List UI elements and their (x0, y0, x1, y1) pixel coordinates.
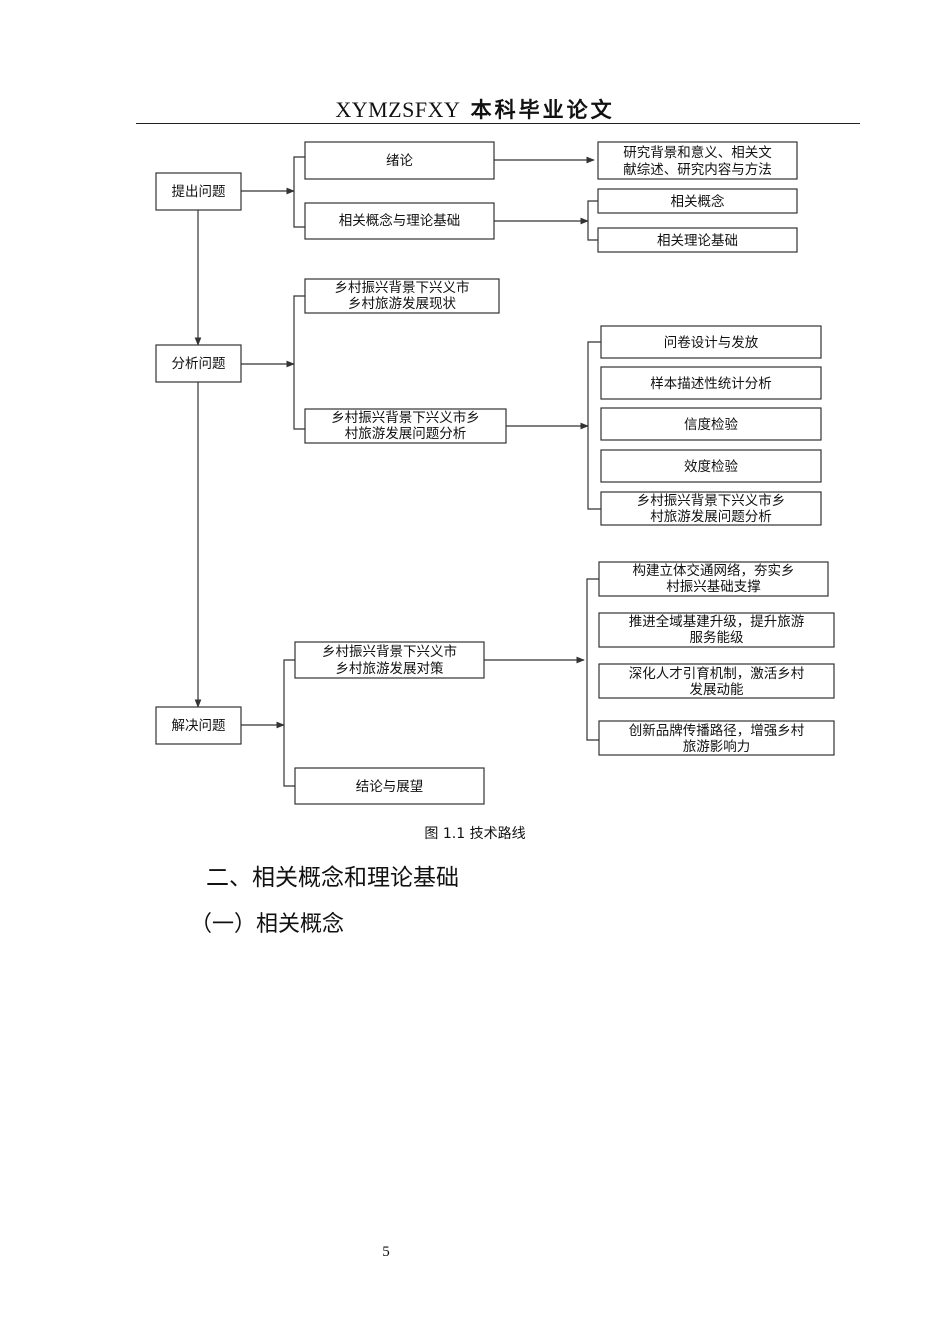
text-infrastructure-line1: 推进全域基建升级，提升旅游 (629, 613, 805, 630)
text-talent-line2: 发展动能 (690, 682, 744, 698)
box-problem-analysis-detail (600, 491, 822, 526)
text-introduction: 绪论 (386, 153, 413, 169)
box-related-theory (597, 227, 798, 253)
header-title: 本科毕业论文 (460, 98, 615, 122)
text-current-status-line1: 乡村振兴背景下兴义市 (335, 279, 470, 296)
stage-label-solve: 解决问题 (172, 718, 226, 734)
box-branding (598, 720, 835, 756)
text-problem-analysis-line2: 村旅游发展问题分析 (345, 426, 467, 442)
stage-box-propose (155, 172, 242, 211)
header-latin: XYMZSFXY (335, 97, 461, 122)
box-reliability-test (600, 407, 822, 441)
text-current-status-line2: 乡村旅游发展现状 (348, 296, 456, 312)
box-validity-test (600, 449, 822, 483)
bracket-stage2 (293, 295, 305, 430)
text-descriptive-stats: 样本描述性统计分析 (650, 376, 772, 392)
technical-route-diagram: 提出问题 绪论 相关概念与理论基础 研究背景和意义、相关文 献综述、研究内容与方… (155, 141, 835, 805)
bracket-concepts-theory (587, 200, 598, 241)
text-concepts-theory: 相关概念与理论基础 (339, 212, 461, 229)
box-related-concepts (597, 188, 798, 214)
text-background-line1: 研究背景和意义、相关文 (623, 144, 772, 161)
text-countermeasures-line2: 乡村旅游发展对策 (336, 660, 444, 677)
text-branding-line1: 创新品牌传播路径，增强乡村 (629, 722, 805, 739)
box-talent (598, 663, 835, 699)
text-countermeasures-line1: 乡村振兴背景下兴义市 (322, 643, 457, 660)
bracket-stage3 (283, 659, 295, 787)
stage-box-solve (155, 706, 242, 745)
text-related-concepts: 相关概念 (671, 193, 725, 210)
text-questionnaire: 问卷设计与发放 (664, 335, 759, 351)
text-background-line2: 献综述、研究内容与方法 (623, 161, 772, 178)
stage-label-propose: 提出问题 (172, 184, 226, 200)
section-heading: 二、相关概念和理论基础 (206, 865, 459, 891)
text-transport-network-line2: 村振兴基础支撑 (666, 578, 761, 595)
box-questionnaire (600, 325, 822, 359)
text-branding-line2: 旅游影响力 (683, 739, 751, 755)
bracket-stage1 (293, 156, 305, 228)
box-current-status (304, 278, 500, 314)
box-background (597, 141, 798, 180)
text-problem-analysis-detail-line2: 村旅游发展问题分析 (650, 509, 772, 525)
bracket-problem-analysis (587, 341, 601, 510)
box-transport-network (598, 561, 829, 597)
box-conclusion (294, 767, 485, 805)
box-countermeasures (294, 641, 485, 679)
text-problem-analysis-detail-line1: 乡村振兴背景下兴义市乡 (637, 492, 786, 509)
text-transport-network-line1: 构建立体交通网络，夯实乡 (633, 562, 795, 579)
text-infrastructure-line2: 服务能级 (690, 630, 744, 646)
box-descriptive-stats (600, 366, 822, 400)
stage-label-analyze: 分析问题 (172, 356, 226, 372)
page-number: 5 (382, 1244, 390, 1260)
text-validity-test: 效度检验 (684, 459, 738, 475)
figure-caption: 图 1.1 技术路线 (424, 826, 526, 842)
running-header: XYMZSFXY 本科毕业论文 (0, 94, 950, 124)
text-conclusion: 结论与展望 (356, 779, 424, 795)
header-rule (136, 123, 860, 124)
subsection-heading: （一）相关概念 (190, 912, 345, 937)
text-problem-analysis-line1: 乡村振兴背景下兴义市乡 (331, 409, 480, 426)
box-infrastructure (598, 612, 835, 648)
text-reliability-test: 信度检验 (684, 417, 738, 433)
box-introduction (304, 141, 495, 180)
text-talent-line1: 深化人才引育机制，激活乡村 (629, 666, 805, 682)
text-related-theory: 相关理论基础 (657, 232, 738, 249)
bracket-countermeasures (586, 578, 599, 741)
